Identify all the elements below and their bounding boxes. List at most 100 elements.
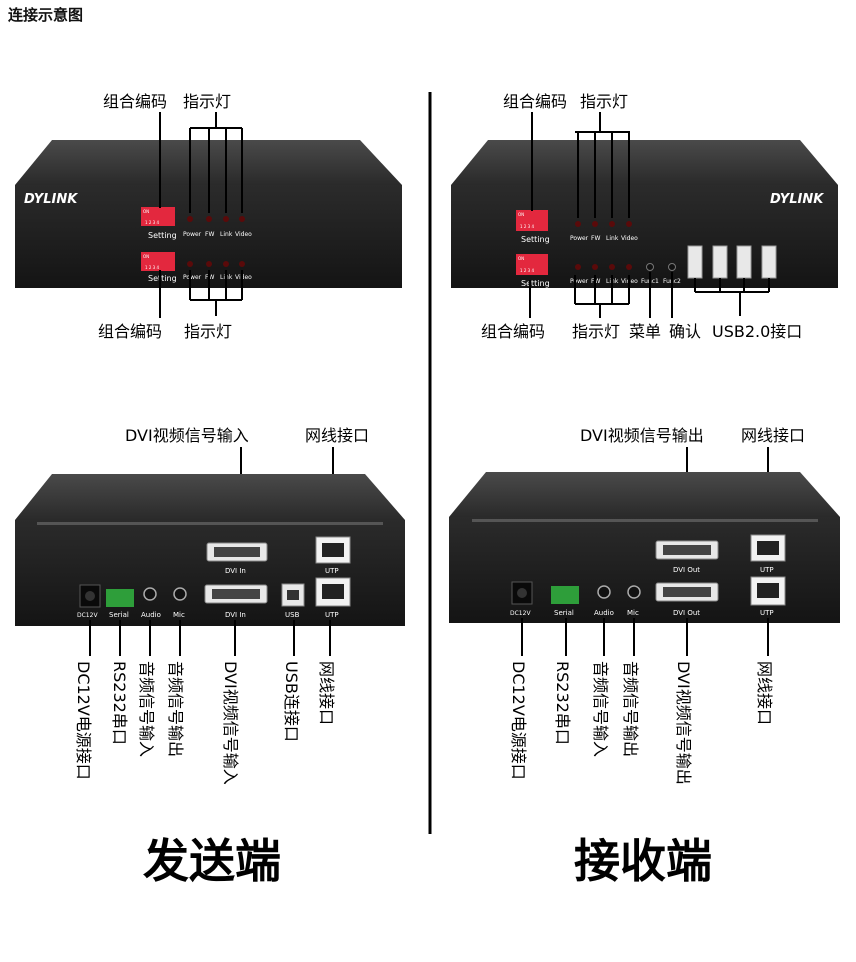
page-title: 连接示意图 — [8, 6, 84, 24]
svg-text:ON: ON — [143, 254, 149, 259]
receiver-dip-callout-bottom: 组合编码 — [481, 322, 545, 341]
receiver-dvi-out-callout: DVI视频信号输出 — [580, 426, 704, 445]
sender-utp-port-top — [315, 536, 351, 564]
sender-usb-label: USB — [285, 611, 300, 619]
receiver-menu-callout: 菜单 — [629, 322, 661, 341]
receiver-label-audio-in: 音频信号输入 — [591, 661, 610, 757]
receiver-utp-label-top: UTP — [760, 566, 774, 574]
receiver-usb-callout: USB2.0接口 — [712, 322, 802, 341]
receiver-led-callout-top: 指示灯 — [580, 92, 628, 111]
receiver-led-label-power-2: Power — [570, 278, 589, 285]
sender-serial-label: Serial — [109, 611, 129, 619]
receiver-label-dvi-out: DVI视频信号输出 — [674, 661, 693, 785]
sender-leds-top — [187, 216, 245, 222]
receiver-dvi-out-port-top — [655, 540, 719, 560]
sender-label-dvi-in: DVI视频信号输入 — [221, 661, 240, 785]
receiver-dc12v-label: DC12V — [510, 610, 531, 617]
sender-dip-switch-bottom: ON 1 2 3 4 — [141, 252, 175, 271]
sender-audio-label: Audio — [141, 611, 161, 619]
sender-dip-callout-bottom: 组合编码 — [98, 322, 162, 341]
receiver-utp-port-bottom — [750, 576, 786, 606]
receiver-dvi-out-label-top: DVI Out — [673, 566, 700, 574]
receiver-mic-jack — [627, 585, 641, 599]
sender-led-label-fw: FW — [205, 231, 214, 238]
receiver-leds-top — [575, 221, 632, 227]
svg-text:1 2 3 4: 1 2 3 4 — [145, 265, 159, 270]
receiver-setting-label-top: Setting — [521, 235, 550, 244]
sender-dvi-in-port-bottom — [204, 584, 268, 604]
svg-text:ON: ON — [143, 209, 149, 214]
sender-label-audio-in: 音频信号输入 — [137, 661, 156, 757]
sender-led-callout-top: 指示灯 — [183, 92, 231, 111]
sender-setting-label-bottom: Setting — [148, 274, 177, 283]
receiver-leds-bottom — [575, 263, 676, 271]
receiver-network-callout: 网线接口 — [741, 426, 805, 445]
sender-led-callout-bottom: 指示灯 — [184, 322, 232, 341]
receiver-dip-switch-top: ON 1 2 3 4 — [516, 210, 548, 231]
svg-text:ON: ON — [518, 256, 524, 261]
sender-dc-jack — [79, 584, 101, 608]
sender-label-network: 网线接口 — [317, 661, 336, 725]
svg-text:1 2 3 4: 1 2 3 4 — [145, 220, 159, 225]
receiver-rear-bottom-callout-lines — [521, 618, 769, 656]
svg-text:1 2 3 4: 1 2 3 4 — [520, 268, 534, 273]
receiver-audio-jack — [597, 585, 611, 599]
receiver-dvi-out-port-bottom — [655, 582, 719, 602]
receiver-label-dc12v: DC12V电源接口 — [509, 661, 528, 780]
sender-network-callout: 网线接口 — [305, 426, 369, 445]
receiver-serial-label: Serial — [554, 609, 574, 617]
sender-setting-label-top: Setting — [148, 231, 177, 240]
sender-utp-port-bottom — [315, 577, 351, 607]
sender-dip-switch-top: ON 1 2 3 4 — [141, 207, 175, 226]
sender-leds-bottom — [187, 261, 245, 267]
sender-label-rs232: RS232串口 — [110, 661, 129, 745]
vertical-callout-labels: DC12V电源接口 RS232串口 音频信号输入 音频信号输出 DVI视频信号输… — [74, 661, 774, 785]
receiver-dip-switch-bottom: ON 1 2 3 4 — [516, 254, 548, 275]
sender-front-callout-lines — [159, 112, 243, 318]
receiver-led-label-power: Power — [570, 235, 589, 242]
sender-serial-terminal — [106, 589, 134, 607]
sender-front-logo: DYLINK — [24, 192, 78, 207]
sender-label-dc12v: DC12V电源接口 — [74, 661, 93, 780]
sender-dvi-in-label-bottom: DVI In — [225, 611, 246, 619]
receiver-audio-label: Audio — [594, 609, 614, 617]
receiver-dip-callout-top: 组合编码 — [503, 92, 567, 111]
sender-audio-jack — [143, 587, 157, 601]
sender-utp-label-bottom: UTP — [325, 611, 339, 619]
sender-led-label-power: Power — [183, 231, 202, 238]
receiver-dvi-out-label-bottom: DVI Out — [673, 609, 700, 617]
sender-section-title: 发送端 — [143, 834, 281, 888]
sender-dc12v-label: DC12V — [77, 612, 98, 619]
sender-mic-label: Mic — [173, 611, 185, 619]
receiver-utp-label-bottom: UTP — [760, 609, 774, 617]
receiver-rear-panel: DVI Out UTP DC12V Serial Audio Mic — [449, 472, 840, 623]
svg-text:1 2 3 4: 1 2 3 4 — [520, 224, 534, 229]
sender-led-label-link: Link — [220, 231, 233, 238]
sender-utp-label-top: UTP — [325, 567, 339, 575]
receiver-led-label-video: Video — [621, 235, 638, 242]
receiver-dc-jack — [511, 581, 533, 605]
sender-led-label-video: Video — [235, 231, 252, 238]
sender-label-usb: USB连接口 — [282, 661, 301, 742]
receiver-mic-label: Mic — [627, 609, 639, 617]
sender-dip-callout-top: 组合编码 — [103, 92, 167, 111]
receiver-led-label-fw: FW — [591, 235, 600, 242]
receiver-utp-port-top — [750, 534, 786, 562]
sender-mic-jack — [173, 587, 187, 601]
receiver-front-logo: DYLINK — [770, 192, 824, 207]
sender-led-label-power-2: Power — [183, 274, 202, 281]
receiver-confirm-callout: 确认 — [669, 322, 701, 341]
receiver-setting-label-bottom: Setting — [521, 279, 550, 288]
receiver-label-rs232: RS232串口 — [553, 661, 572, 745]
receiver-front-callout-lines — [529, 112, 770, 318]
svg-text:ON: ON — [518, 212, 524, 217]
sender-rear-panel: DVI In UTP DC12V Serial Audio Mic — [15, 474, 405, 626]
receiver-serial-terminal — [551, 586, 579, 604]
receiver-led-callout-bottom: 指示灯 — [572, 322, 620, 341]
receiver-label-network: 网线接口 — [755, 661, 774, 725]
receiver-section-title: 接收端 — [574, 834, 712, 888]
sender-led-label-video-2: Video — [235, 274, 252, 281]
sender-dvi-in-port-top — [206, 542, 268, 562]
receiver-led-label-link: Link — [606, 235, 619, 242]
